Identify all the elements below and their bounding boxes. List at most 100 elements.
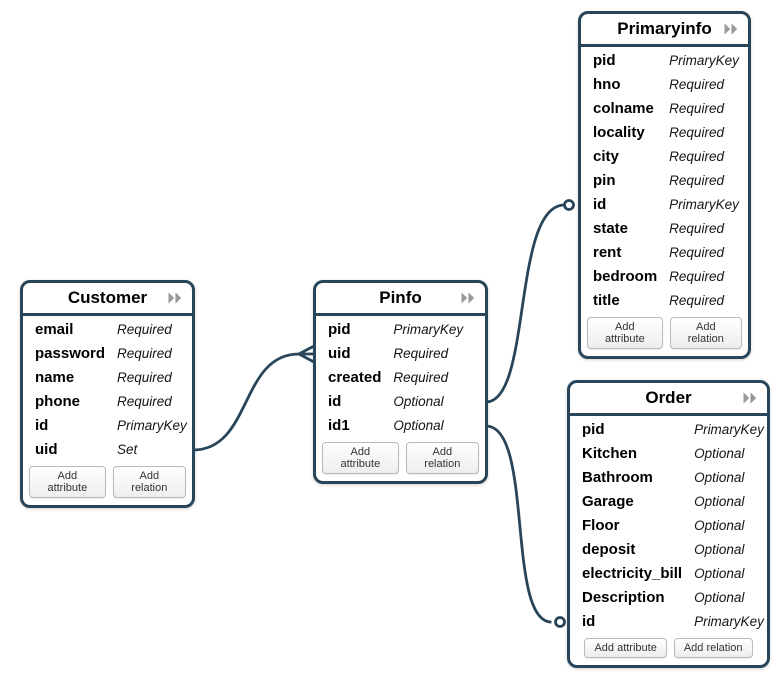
attribute-type[interactable]: Required — [669, 101, 724, 116]
relation-pinfo-order[interactable] — [485, 424, 566, 628]
attribute-name[interactable]: state — [593, 220, 629, 237]
collapse-fast-forward-icon[interactable] — [742, 392, 758, 404]
attribute-name[interactable]: password — [35, 345, 106, 362]
attribute-type[interactable]: Required — [669, 125, 724, 140]
collapse-fast-forward-icon[interactable] — [167, 292, 183, 304]
add-attribute-button[interactable]: Add attribute — [29, 466, 106, 498]
attribute-type[interactable]: Required — [117, 394, 172, 409]
attribute-type[interactable]: Required — [669, 269, 724, 284]
attribute-name[interactable]: pin — [593, 172, 616, 189]
collapse-fast-forward-icon[interactable] — [460, 292, 476, 304]
attribute-name[interactable]: Floor — [582, 517, 620, 534]
attribute-type[interactable]: Optional — [694, 446, 745, 461]
attribute-name[interactable]: pid — [593, 52, 616, 69]
relation-line[interactable] — [192, 352, 300, 452]
attribute-type[interactable]: Optional — [393, 418, 444, 433]
add-relation-button[interactable]: Add relation — [669, 317, 742, 349]
entity-header[interactable]: Primaryinfo — [581, 14, 748, 47]
attribute-type[interactable]: PrimaryKey — [393, 322, 464, 337]
attribute-type[interactable]: Optional — [694, 470, 745, 485]
attribute-name[interactable]: electricity_bill — [582, 565, 683, 582]
attribute-name[interactable]: email — [35, 321, 74, 338]
entity-title: Pinfo — [379, 288, 422, 307]
attribute-type[interactable]: Required — [117, 346, 172, 361]
entity-actions: Add attribute Add relation — [570, 634, 767, 665]
attribute-name[interactable]: deposit — [582, 541, 636, 558]
relation-pinfo-primaryinfo[interactable] — [485, 199, 575, 404]
attribute-type[interactable]: Required — [669, 77, 724, 92]
attribute-name[interactable]: id — [582, 613, 596, 630]
attribute-type[interactable]: Required — [117, 370, 172, 385]
attribute-name[interactable]: bedroom — [593, 268, 658, 285]
attribute-name[interactable]: city — [593, 148, 619, 165]
add-attribute-button[interactable]: Add attribute — [584, 638, 667, 658]
attribute-type[interactable]: Optional — [694, 494, 745, 509]
attribute-type[interactable]: PrimaryKey — [117, 418, 187, 433]
attribute-type[interactable]: PrimaryKey — [669, 53, 739, 68]
attribute-name[interactable]: title — [593, 292, 620, 309]
attribute-type[interactable]: Required — [669, 149, 724, 164]
attribute-name[interactable]: id — [328, 393, 342, 410]
attribute-type[interactable]: PrimaryKey — [694, 422, 764, 437]
attribute-name[interactable]: phone — [35, 393, 80, 410]
attribute-type[interactable]: Required — [669, 245, 724, 260]
attribute-name[interactable]: uid — [328, 345, 351, 362]
attribute-type[interactable]: Required — [393, 346, 449, 361]
attribute-name[interactable]: Kitchen — [582, 445, 638, 462]
attribute-name[interactable]: Description — [582, 589, 665, 606]
attribute-type[interactable]: Optional — [694, 566, 745, 581]
attribute-name[interactable]: pid — [328, 321, 351, 338]
attribute-type[interactable]: Required — [669, 173, 724, 188]
attribute-type[interactable]: Optional — [393, 394, 444, 409]
attribute-type[interactable]: Required — [669, 293, 724, 308]
attribute-type[interactable]: PrimaryKey — [694, 614, 764, 629]
attribute-type[interactable]: Required — [117, 322, 172, 337]
attribute-name[interactable]: created — [328, 369, 382, 386]
attribute-type[interactable]: Optional — [694, 590, 745, 605]
relation-customer-pinfo[interactable] — [192, 344, 315, 452]
attribute-name[interactable]: id — [593, 196, 607, 213]
crows-foot-many-marker — [298, 344, 315, 364]
open-circle-marker — [563, 199, 575, 211]
attribute-name[interactable]: colname — [593, 100, 654, 117]
entity-header[interactable]: Customer — [23, 283, 192, 316]
add-relation-button[interactable]: Add relation — [405, 442, 479, 474]
collapse-fast-forward-icon[interactable] — [723, 23, 739, 35]
attribute-type[interactable]: Required — [669, 221, 724, 236]
attribute-name[interactable]: name — [35, 369, 75, 386]
add-relation-button[interactable]: Add relation — [673, 638, 753, 658]
attribute-name[interactable]: Bathroom — [582, 469, 653, 486]
relation-line[interactable] — [485, 424, 552, 624]
attribute-name[interactable]: id1 — [328, 417, 350, 434]
entity-actions: Add attribute Add relation — [581, 313, 748, 356]
attribute-type[interactable]: Optional — [694, 518, 745, 533]
entity-header[interactable]: Order — [570, 383, 767, 416]
attribute-name[interactable]: locality — [593, 124, 645, 141]
add-attribute-button[interactable]: Add attribute — [322, 442, 399, 474]
attribute-name[interactable]: Garage — [582, 493, 634, 510]
attribute-name[interactable]: id — [35, 417, 49, 434]
entity-header[interactable]: Pinfo — [316, 283, 485, 316]
attribute-type[interactable]: Required — [393, 370, 449, 385]
relation-line[interactable] — [485, 203, 565, 404]
add-relation-button[interactable]: Add relation — [112, 466, 186, 498]
entity-title: Order — [645, 388, 692, 407]
attribute-name[interactable]: hno — [593, 76, 621, 93]
entity-actions: Add attribute Add relation — [316, 438, 485, 481]
attribute-name[interactable]: rent — [593, 244, 622, 261]
attribute-type[interactable]: PrimaryKey — [669, 197, 739, 212]
attribute-type[interactable]: Optional — [694, 542, 745, 557]
add-attribute-button[interactable]: Add attribute — [587, 317, 663, 349]
attribute-type[interactable]: Set — [117, 442, 138, 457]
attribute-name[interactable]: pid — [582, 421, 605, 438]
attribute-name[interactable]: uid — [35, 441, 58, 458]
